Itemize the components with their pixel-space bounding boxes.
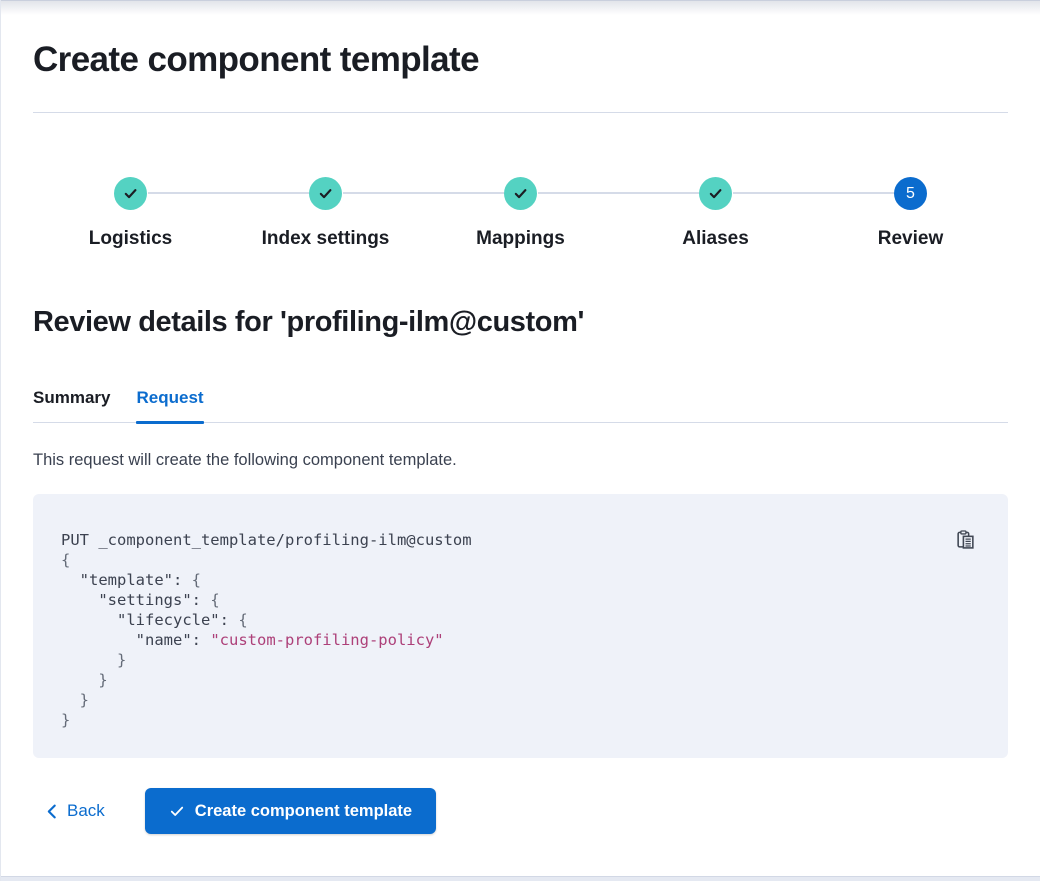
- step-circle-complete: [309, 177, 342, 210]
- create-component-template-page: Create component template Logistics Inde…: [1, 0, 1040, 834]
- check-icon: [317, 185, 334, 202]
- copy-to-clipboard-button[interactable]: [954, 528, 976, 550]
- code-line: }: [61, 651, 127, 669]
- step-label: Aliases: [682, 228, 749, 249]
- review-tabs: Summary Request: [33, 388, 1008, 424]
- chevron-left-icon: [45, 804, 58, 819]
- code-line: }: [61, 691, 89, 709]
- step-label: Review: [877, 228, 944, 249]
- copy-clipboard-icon: [955, 529, 976, 550]
- tab-request[interactable]: Request: [136, 388, 204, 424]
- wizard-stepper: Logistics Index settings Mappings: [33, 177, 1008, 250]
- step-circle-current: 5: [894, 177, 927, 210]
- tab-summary[interactable]: Summary: [33, 388, 111, 407]
- step-label: Mappings: [476, 228, 565, 249]
- check-icon: [707, 185, 724, 202]
- step-label: Index settings: [261, 228, 390, 249]
- code-line: }: [61, 711, 71, 729]
- step-label: Logistics: [88, 228, 173, 249]
- request-description: This request will create the following c…: [33, 451, 457, 469]
- code-line: PUT _component_template/profiling-ilm@cu…: [61, 531, 472, 549]
- wizard-footer: Back Create component template: [33, 788, 1008, 834]
- step-circle-complete: [114, 177, 147, 210]
- page-title: Create component template: [33, 40, 480, 79]
- back-button[interactable]: Back: [33, 793, 117, 829]
- step-number: 5: [906, 184, 915, 202]
- check-icon: [512, 185, 529, 202]
- step-index-settings[interactable]: Index settings: [228, 177, 423, 250]
- code-line: "name": "custom-profiling-policy": [61, 631, 444, 649]
- check-icon: [122, 185, 139, 202]
- step-aliases[interactable]: Aliases: [618, 177, 813, 250]
- create-button-label: Create component template: [194, 801, 413, 820]
- step-circle-complete: [699, 177, 732, 210]
- step-circle-complete: [504, 177, 537, 210]
- code-line: "lifecycle": {: [61, 611, 248, 629]
- code-line: {: [61, 551, 71, 569]
- step-logistics[interactable]: Logistics: [33, 177, 228, 250]
- check-icon: [169, 803, 185, 819]
- code-line: "template": {: [61, 571, 201, 589]
- title-divider: [33, 112, 1008, 113]
- code-line: "settings": {: [61, 591, 220, 609]
- back-button-label: Back: [67, 801, 105, 820]
- review-heading: Review details for 'profiling-ilm@custom…: [33, 306, 584, 338]
- step-mappings[interactable]: Mappings: [423, 177, 618, 250]
- step-review[interactable]: 5 Review: [813, 177, 1008, 250]
- page-bottom-divider: [1, 876, 1040, 881]
- create-component-template-button[interactable]: Create component template: [144, 788, 437, 834]
- code-line: }: [61, 671, 108, 689]
- request-code-block: PUT _component_template/profiling-ilm@cu…: [33, 494, 1008, 758]
